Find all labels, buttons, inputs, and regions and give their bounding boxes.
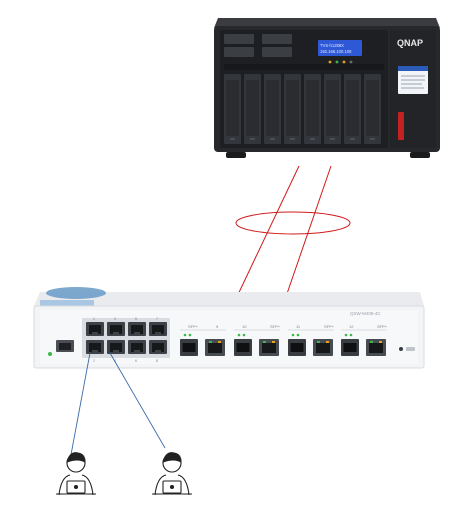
rj45-port — [107, 322, 125, 336]
rj45-port — [149, 340, 167, 354]
rj45-port — [86, 322, 104, 336]
user-at-laptop-icon — [56, 452, 96, 496]
port-number-label: SFP+ — [377, 324, 388, 329]
drive-bay — [264, 74, 281, 144]
drive-bay — [304, 74, 321, 144]
sfp-plus-port — [341, 339, 359, 356]
port-number-label: 8 — [156, 359, 158, 363]
sfp-label: 10 — [242, 324, 247, 329]
status-led — [342, 60, 346, 64]
rj45-10g-port — [366, 339, 386, 356]
rj45-port — [86, 340, 104, 354]
status-led — [349, 60, 353, 64]
rj45-port — [128, 322, 146, 336]
rj45-port — [149, 322, 167, 336]
client-link-2 — [109, 352, 166, 449]
rj45-10g-port — [205, 339, 225, 356]
drive-bay — [344, 74, 361, 144]
rj45-port — [107, 340, 125, 354]
combo-port-pair: 11 SFP+ — [288, 324, 335, 356]
drive-bay — [224, 74, 241, 144]
drive-bay — [244, 74, 261, 144]
user-at-laptop-icon — [152, 452, 192, 496]
rj45-10g-port — [313, 339, 333, 356]
rj45-10g-port — [259, 339, 279, 356]
drive-bay — [324, 74, 341, 144]
client-links — [69, 352, 166, 461]
power-led — [48, 352, 52, 356]
combo-port-pair: 10 SFP+ — [234, 324, 281, 356]
lcd-screen — [318, 40, 362, 56]
lcd-line-2: 192.168.100.108 — [320, 49, 352, 54]
lcd-line-1: TVS-h1288X — [320, 43, 344, 48]
combo-port-pair: 12 SFP+ — [341, 324, 388, 356]
sfp-label: 11 — [296, 324, 301, 329]
port-number-label: 1 — [93, 317, 95, 321]
port-number-label: 5 — [135, 317, 137, 321]
drive-bay — [364, 74, 381, 144]
power-button — [398, 112, 404, 140]
sfp-label: SFP+ — [188, 324, 199, 329]
qnap-switch-device: QSW-M408-4C 13572468 SFP+910SFP+11SFP+12… — [33, 287, 425, 369]
sfp-plus-port — [288, 339, 306, 356]
port-number-label: SFP+ — [324, 324, 335, 329]
sfp-plus-port — [234, 339, 252, 356]
status-led — [328, 60, 332, 64]
status-led — [335, 60, 339, 64]
qnap-logo: QNAP — [397, 38, 423, 48]
qnap-nas-device: TVS-h1288X 192.168.100.108 QNAP — [214, 18, 440, 158]
rj45-port — [128, 340, 146, 354]
sfp-plus-port — [180, 339, 198, 356]
reset-icon — [399, 347, 403, 351]
nas-drive-bays — [224, 74, 381, 144]
port-number-label: 6 — [135, 359, 137, 363]
port-number-label: 9 — [216, 324, 219, 329]
port-number-label: 3 — [114, 317, 116, 321]
switch-model-label: QSW-M408-4C — [350, 311, 381, 316]
combo-port-pair: SFP+ 9 — [180, 324, 226, 356]
drive-bay — [284, 74, 301, 144]
port-number-label: 2 — [93, 359, 95, 363]
rj45-port-block — [86, 322, 167, 354]
sfp-label: 12 — [349, 324, 354, 329]
combo-port-block: SFP+ 9 10 SFP+ 11 SFP+ 12 SFP+ — [180, 324, 388, 356]
port-number-label: SFP+ — [270, 324, 281, 329]
lag-group-ellipse — [235, 211, 351, 235]
client-link-1 — [69, 352, 91, 461]
port-number-label: 7 — [156, 317, 158, 321]
